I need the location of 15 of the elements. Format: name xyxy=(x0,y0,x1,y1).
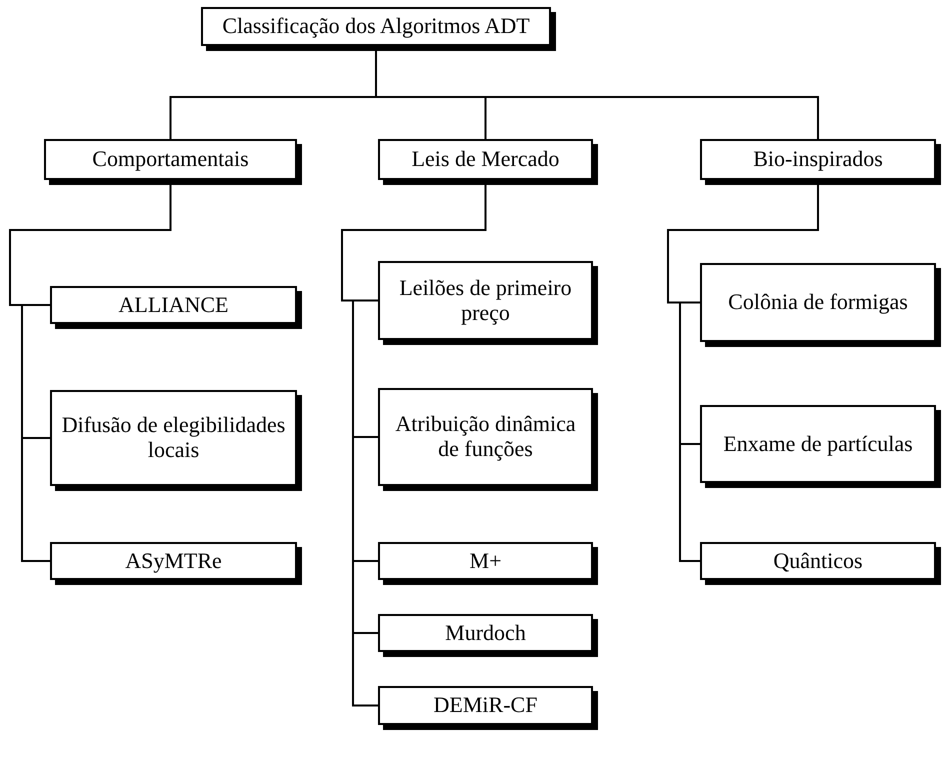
node-label: Comportamentais xyxy=(91,147,250,172)
node-label: Atribuição dinâmica de funções xyxy=(394,412,577,462)
node-label: Bio-inspirados xyxy=(752,147,884,172)
node-label: Leilões de primeiro preço xyxy=(398,276,573,326)
node-label: ALLIANCE xyxy=(118,292,230,318)
node-label: Classificação dos Algoritmos ADT xyxy=(221,14,531,39)
node-label: Leis de Mercado xyxy=(410,147,560,172)
node-label: Enxame de partículas xyxy=(722,432,914,456)
node-label: Difusão de elegibilidades locais xyxy=(60,413,286,463)
node-label: Murdoch xyxy=(444,620,527,646)
node-label: ASyMTRe xyxy=(124,548,223,574)
node-label: DEMiR-CF xyxy=(432,693,538,718)
node-label: Colônia de formigas xyxy=(727,290,909,315)
node-label: M+ xyxy=(468,548,502,574)
node-label: Quânticos xyxy=(772,548,864,574)
